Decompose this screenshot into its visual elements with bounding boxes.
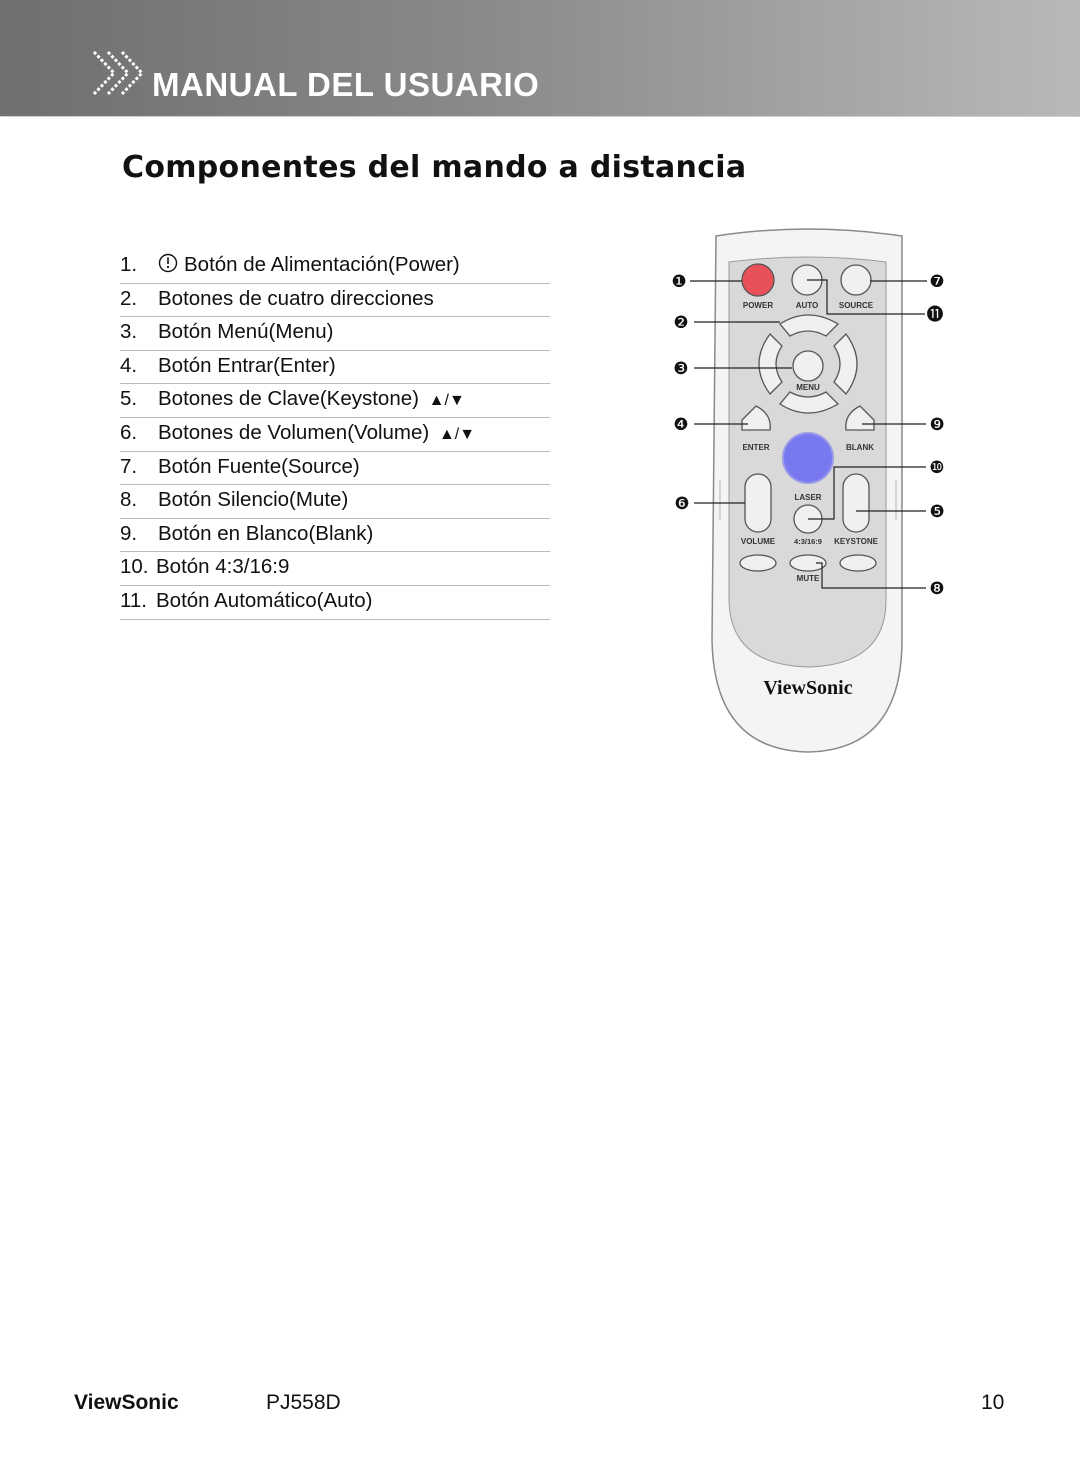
item-number: 9. [120, 521, 138, 545]
list-item: 8. Botón Silencio(Mute) [120, 485, 550, 519]
bottom-right-button [839, 554, 877, 572]
list-item: 10. Botón 4:3/16:9 [120, 552, 550, 586]
item-text: Botón Silencio(Mute) [158, 488, 349, 512]
list-item: 3. Botón Menú(Menu) [120, 317, 550, 351]
aspect-label: 4:3/16:9 [794, 537, 822, 546]
menu-button [792, 350, 824, 382]
item-number: 3. [120, 320, 138, 344]
enter-label: ENTER [742, 443, 769, 452]
volume-button [744, 473, 772, 533]
power-button [741, 263, 775, 297]
callout-11: ⓫ [927, 305, 944, 325]
dpad-down-button [779, 391, 840, 414]
dpad-left-button [758, 333, 783, 395]
callout-2: ❷ [673, 313, 688, 333]
enter-button [741, 405, 771, 431]
item-text: Botón de Alimentación(Power) [184, 253, 460, 276]
list-item: 7. Botón Fuente(Source) [120, 452, 550, 486]
callout-10: ❿ [929, 458, 944, 478]
menu-label: MENU [796, 383, 820, 392]
item-text: Botón 4:3/16:9 [156, 555, 290, 579]
item-number: 5. [120, 387, 138, 411]
item-text: Botones de Clave(Keystone) [158, 387, 419, 411]
up-down-arrows-icon: ▲/▼ [428, 392, 465, 410]
callout-7: ❼ [929, 272, 944, 292]
mute-button [789, 554, 827, 572]
footer-model: PJ558D [266, 1391, 341, 1414]
remote-control-diagram: POWER AUTO SOURCE MENU ENTER BLANK LASER… [671, 228, 945, 753]
chevron-arrows-icon [92, 50, 145, 96]
item-text: Botón Automático(Auto) [156, 588, 373, 612]
volume-label: VOLUME [741, 537, 776, 546]
header-title: MANUAL DEL USUARIO [152, 66, 540, 103]
callout-4: ❹ [673, 415, 688, 435]
list-item: 9. Botón en Blanco(Blank) [120, 519, 550, 553]
laser-button [782, 432, 834, 484]
footer-brand: ViewSonic [74, 1391, 179, 1414]
dpad-right-button [833, 333, 858, 395]
list-item: 2. Botones de cuatro direcciones [120, 284, 550, 318]
item-number: 10. [120, 555, 149, 579]
bottom-left-button [739, 554, 777, 572]
header-divider [0, 116, 1080, 117]
list-item: 1. Botón de Alimentación(Power) [120, 250, 550, 284]
callout-8: ❽ [929, 579, 944, 599]
auto-label: AUTO [796, 301, 819, 310]
callout-5: ❺ [929, 502, 944, 522]
item-number: 8. [120, 488, 138, 512]
page-title: Componentes del mando a distancia [122, 150, 747, 185]
source-label: SOURCE [839, 301, 874, 310]
item-number: 1. [120, 253, 138, 276]
blank-label: BLANK [846, 443, 874, 452]
item-number: 2. [120, 286, 138, 310]
item-number: 6. [120, 420, 138, 444]
list-item: 6. Botones de Volumen(Volume) ▲/▼ [120, 418, 550, 452]
power-label: POWER [743, 301, 773, 310]
item-text: Botón en Blanco(Blank) [158, 521, 374, 545]
item-number: 11. [120, 588, 147, 612]
dpad-up-button [779, 314, 840, 337]
callout-3: ❸ [673, 359, 688, 379]
item-number: 4. [120, 353, 138, 377]
laser-label: LASER [794, 493, 821, 502]
remote-brand-logo: ViewSonic [763, 677, 852, 699]
list-item: 4. Botón Entrar(Enter) [120, 351, 550, 385]
item-number: 7. [120, 454, 138, 478]
item-text: Botones de Volumen(Volume) [158, 420, 430, 444]
page-number: 10 [981, 1391, 1005, 1414]
source-button [840, 264, 872, 296]
item-text: Botón Entrar(Enter) [158, 353, 336, 377]
page-header [0, 0, 1080, 116]
mute-label: MUTE [797, 574, 820, 583]
list-item: 11. Botón Automático(Auto) [120, 586, 550, 620]
callout-lines [690, 279, 927, 589]
item-text: Botón Menú(Menu) [158, 320, 334, 344]
keystone-button [842, 473, 870, 533]
item-text: Botón Fuente(Source) [158, 454, 360, 478]
callout-6: ❻ [674, 494, 689, 514]
up-down-arrows-icon: ▲/▼ [438, 425, 476, 443]
list-item: 5. Botones de Clave(Keystone) ▲/▼ [120, 384, 550, 418]
callout-9: ❾ [929, 415, 944, 435]
component-list: 1. Botón de Alimentación(Power) 2. Botones… [120, 250, 550, 620]
item-text: Botones de cuatro direcciones [158, 286, 434, 310]
power-icon [158, 253, 178, 273]
callout-1: ❶ [671, 272, 686, 292]
keystone-label: KEYSTONE [834, 537, 879, 546]
